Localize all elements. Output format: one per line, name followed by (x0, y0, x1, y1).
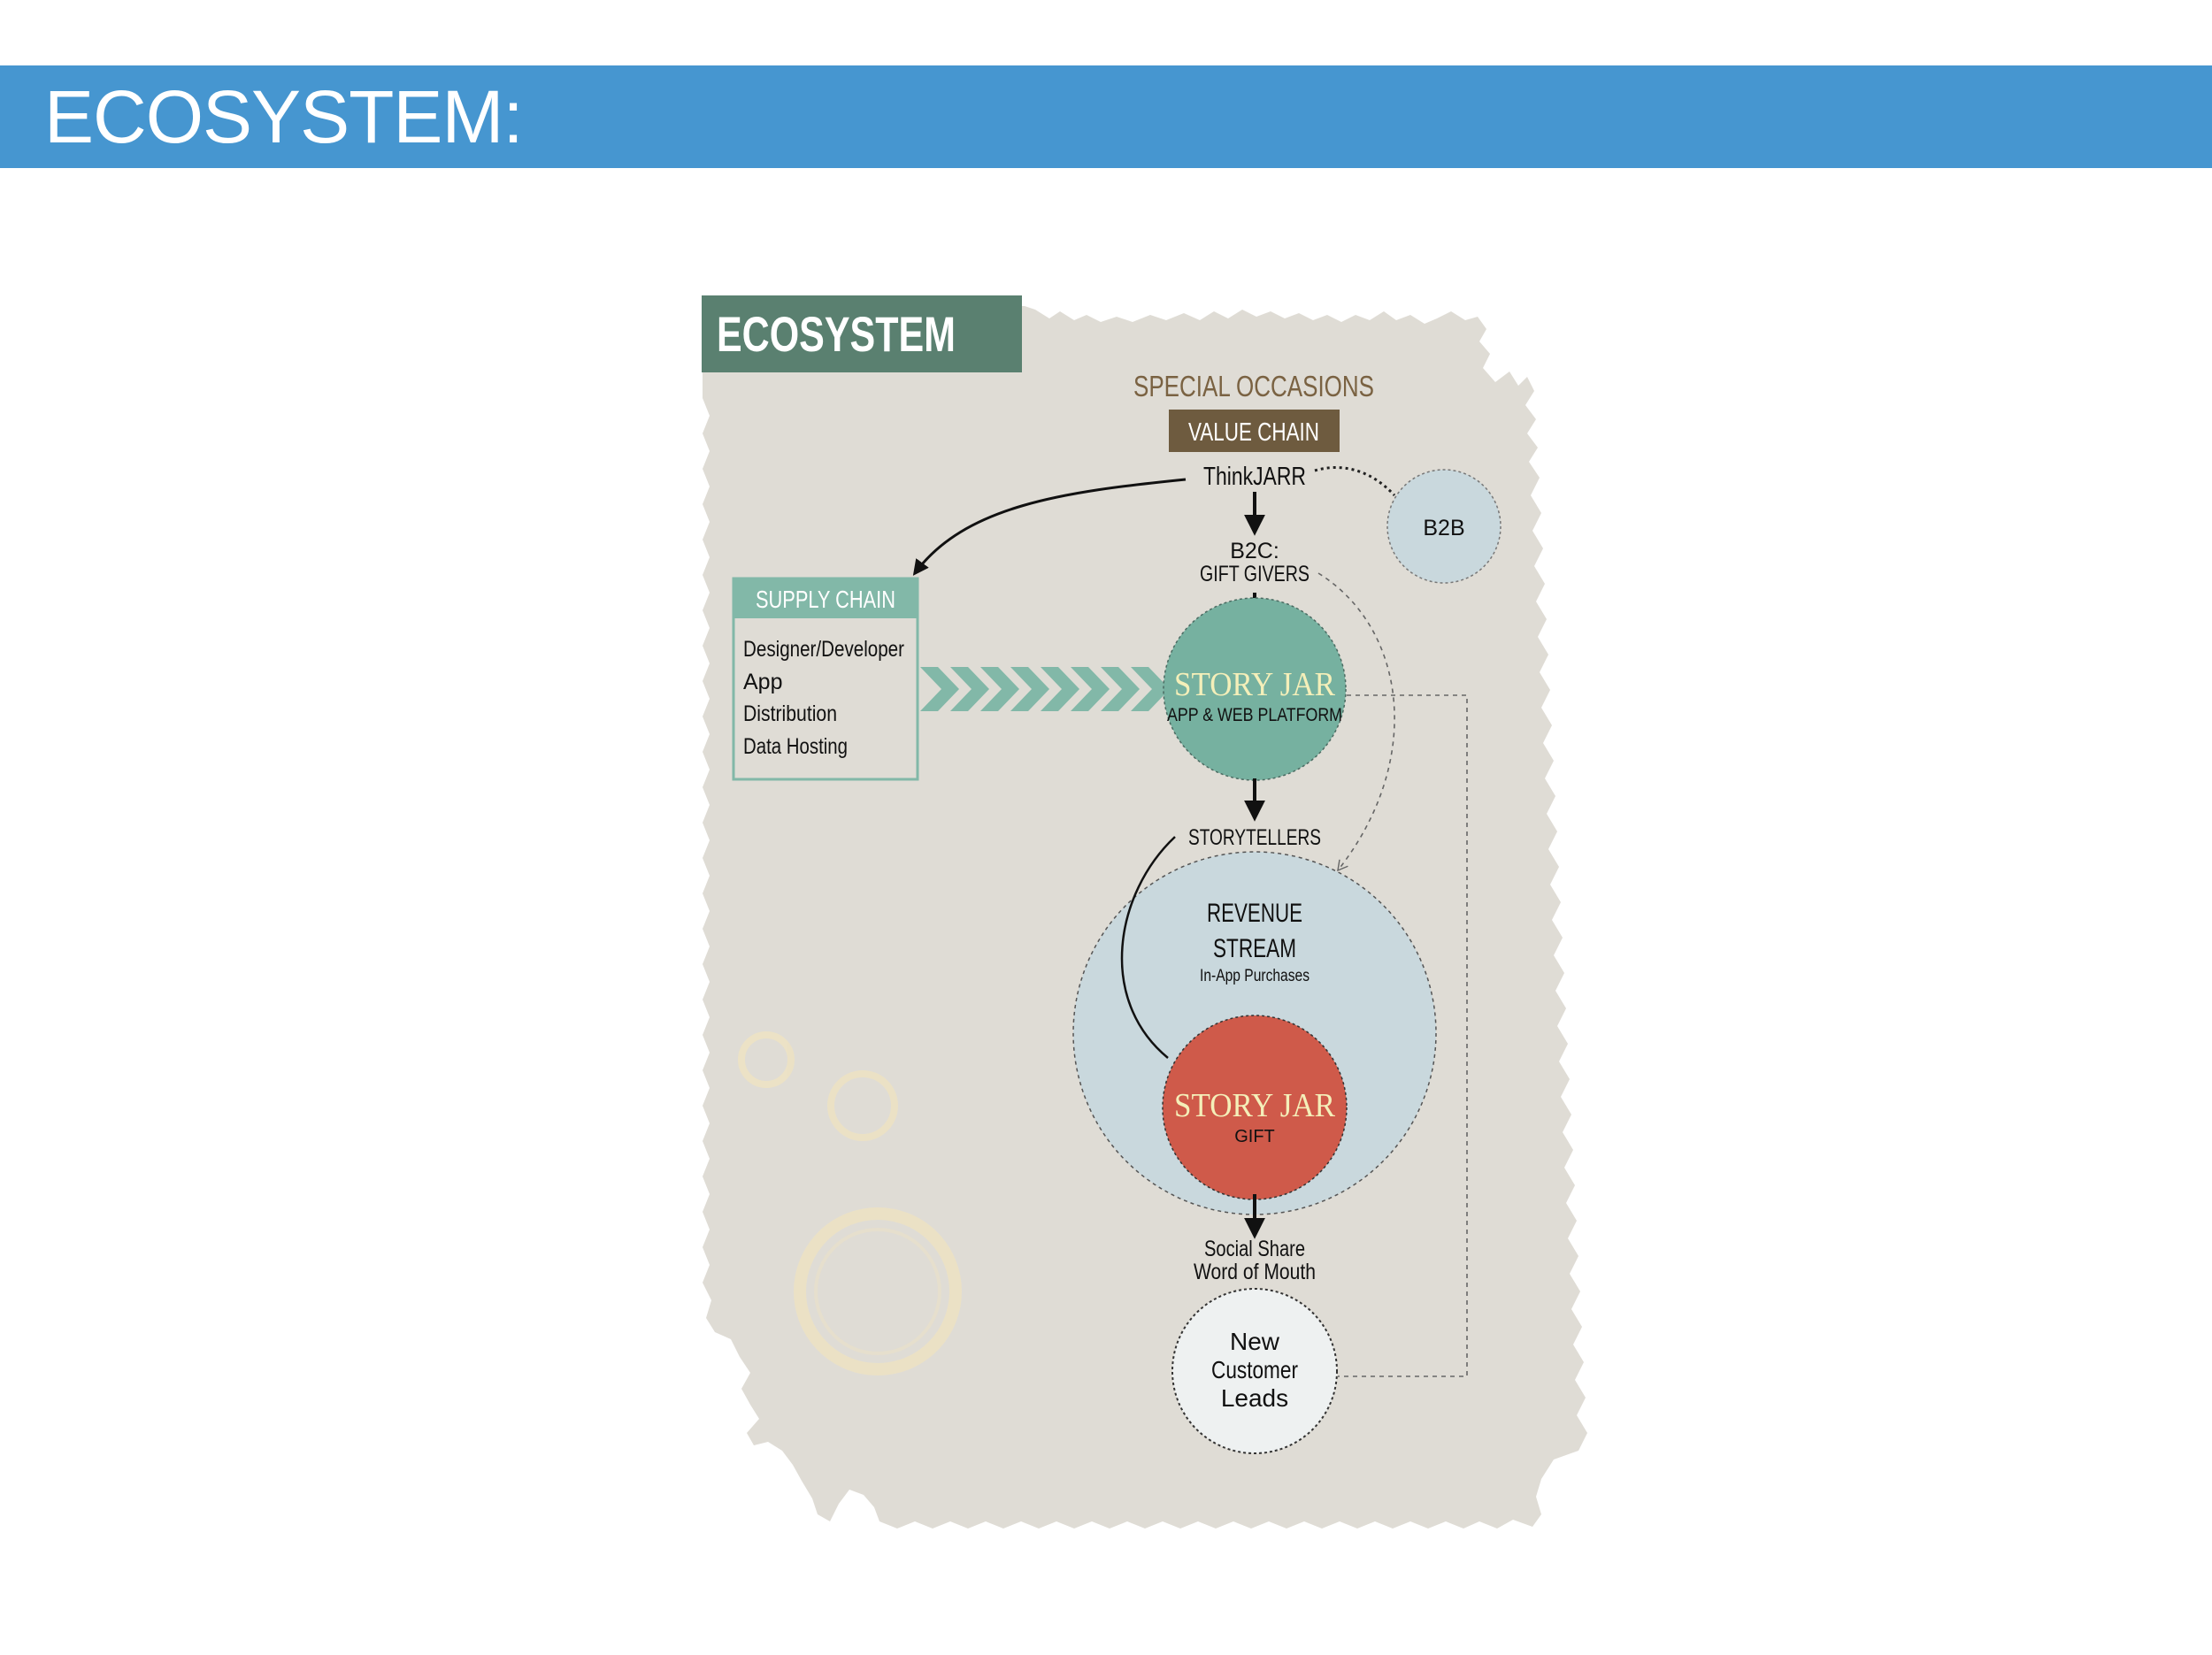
supply-chain-title: SUPPLY CHAIN (756, 586, 895, 613)
social-share-label: Social Share (1204, 1237, 1305, 1261)
supply-chain-box: SUPPLY CHAIN Designer/Developer App Dist… (732, 577, 919, 781)
supply-chain-item: Data Hosting (743, 734, 848, 759)
revenue-stream-subtitle: In-App Purchases (1200, 967, 1310, 985)
stain-decoration (738, 1031, 962, 1375)
story-jar-platform-title: STORY JAR (1174, 666, 1336, 703)
new-customer-leads-label: New (1230, 1328, 1280, 1355)
story-jar-gift-subtitle: GIFT (1234, 1127, 1275, 1146)
gift-givers-label: GIFT GIVERS (1200, 562, 1310, 586)
revenue-stream-label: REVENUE (1207, 899, 1302, 928)
new-customer-leads-circle (1171, 1288, 1338, 1454)
story-jar-gift-title: STORY JAR (1174, 1087, 1336, 1124)
supply-chain-item: Distribution (743, 701, 837, 726)
new-customer-leads-label: Customer (1211, 1356, 1298, 1383)
thinkjarr-label: ThinkJARR (1203, 463, 1306, 491)
new-customer-leads-label: Leads (1221, 1384, 1288, 1412)
special-occasions-label: SPECIAL OCCASIONS (1133, 370, 1374, 402)
supply-chain-item: App (743, 670, 782, 694)
title-banner: ECOSYSTEM: (0, 65, 2212, 168)
supply-chain-item: Designer/Developer (743, 637, 904, 662)
b2c-label: B2C: (1230, 539, 1279, 563)
b2b-circle (1386, 469, 1502, 584)
thinkjarr-supply-arrow (912, 478, 1187, 576)
leads-feedback-loop (1338, 694, 1468, 1377)
story-jar-platform-subtitle: APP & WEB PLATFORM (1167, 705, 1342, 725)
revenue-stream-label: STREAM (1213, 934, 1296, 963)
diagram-header-bg (702, 295, 1022, 372)
value-chain-bg (1169, 410, 1340, 452)
word-of-mouth-label: Word of Mouth (1194, 1260, 1316, 1284)
story-jar-platform-circle (1163, 597, 1347, 781)
chevron-arrow-icon (920, 667, 1170, 711)
gift-givers-revenue-connector (1317, 572, 1395, 872)
value-chain-label: VALUE CHAIN (1188, 418, 1319, 447)
storytellers-gift-connector (1120, 836, 1176, 1059)
page-title: ECOSYSTEM: (44, 75, 524, 158)
storytellers-label: STORYTELLERS (1188, 825, 1321, 850)
b2b-label: B2B (1423, 516, 1464, 540)
diagram-header: ECOSYSTEM (717, 306, 956, 362)
thinkjarr-b2b-connector (1314, 466, 1396, 497)
